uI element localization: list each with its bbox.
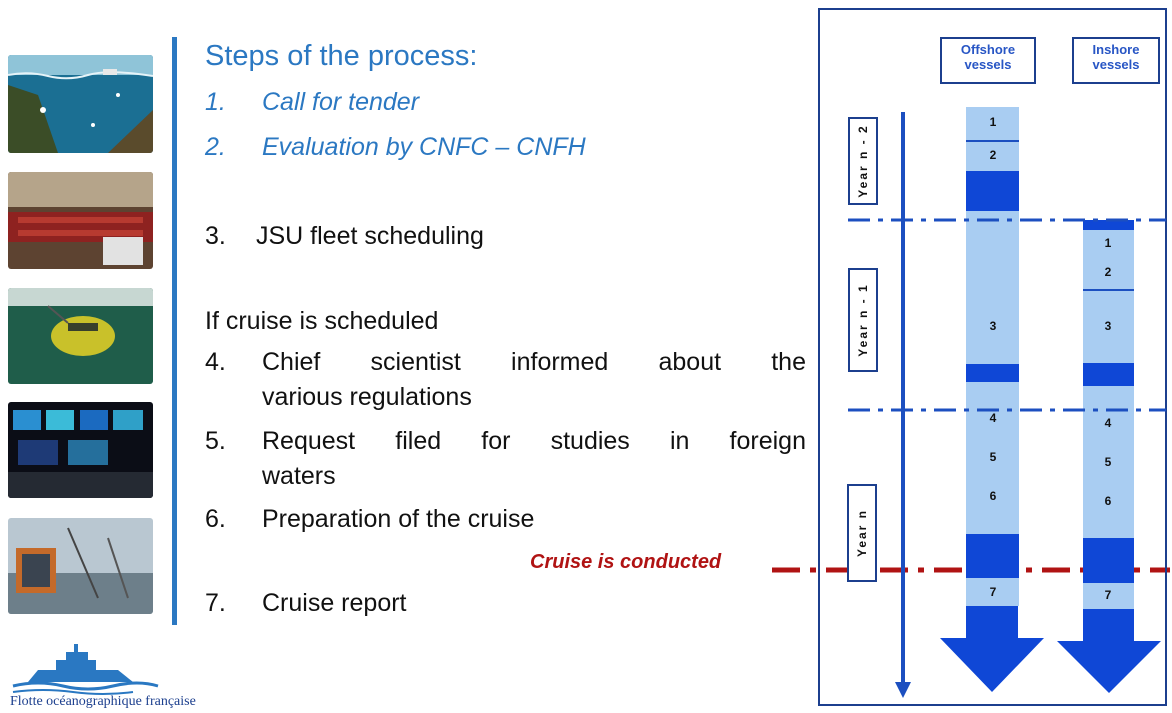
year-n-box: Year n [847,484,877,582]
offshore-segment-2 [966,140,1019,171]
inshore-num-1: 1 [1104,236,1112,250]
thumbnail-control-room [8,402,153,498]
cruise-conducted-label: Cruise is conducted [530,551,722,573]
step-7-text: Cruise report [262,589,407,617]
step-7-number: 7. [205,589,226,617]
step-5-text-line1: Request filed for studies in foreign [262,427,806,455]
thumbnail-ship-deck [8,518,153,614]
offshore-header: Offshore vessels [940,37,1036,84]
year-n-label: Year n [855,508,869,558]
step-4-text-line1: Chief scientist informed about the [262,348,806,376]
year-divider-1 [848,218,1166,222]
step-4-text-line2: various regulations [262,383,472,411]
offshore-gap-1 [966,171,1019,211]
offshore-segment-4-6 [966,382,1019,534]
offshore-segment-1 [966,107,1019,140]
fleet-logo: Flotte océanographique française [8,640,196,710]
inshore-num-6: 6 [1104,494,1112,508]
step-3-text: JSU fleet scheduling [256,222,484,250]
year-n-minus-1-box: Year n - 1 [848,268,878,372]
inshore-num-7: 7 [1104,588,1112,602]
offshore-num-4: 4 [989,411,997,425]
offshore-label: Offshore vessels [960,42,1016,72]
offshore-gap-2 [966,364,1019,382]
inshore-num-5: 5 [1104,455,1112,469]
offshore-num-6: 6 [989,489,997,503]
offshore-num-3: 3 [989,319,997,333]
inshore-top-cap [1083,220,1134,230]
step-6-text: Preparation of the cruise [262,505,535,533]
logo-caption: Flotte océanographique française [10,694,196,709]
inshore-label: Inshore vessels [1092,42,1140,72]
offshore-num-2: 2 [989,148,997,162]
offshore-num-1: 1 [989,115,997,129]
step-4-number: 4. [205,348,226,376]
step-2-number: 2. [205,133,226,161]
timeline-panel [818,8,1167,706]
offshore-num-7: 7 [989,585,997,599]
offshore-gap-3 [966,534,1019,578]
inshore-segment-7 [1083,583,1134,609]
ship-logo-icon [12,644,159,695]
step-1-text: Call for tender [262,88,420,116]
step-5-text-line2: waters [262,462,336,490]
offshore-down-arrow-icon [940,606,1044,692]
year-n-minus-2-box: Year n - 2 [848,117,878,205]
inshore-num-4: 4 [1104,416,1112,430]
inshore-down-arrow-icon [1057,609,1161,693]
thumbnail-underwater-robot [8,288,153,384]
inshore-num-3: 3 [1104,319,1112,333]
inshore-segment-3 [1083,289,1134,363]
inshore-gap-2 [1083,538,1134,583]
inshore-num-2: 2 [1104,265,1112,279]
offshore-segment-3 [966,211,1019,364]
step-1-number: 1. [205,88,226,116]
offshore-segment-7 [966,578,1019,606]
time-axis-arrow [895,112,911,698]
thumbnail-ocean-illustration [8,55,153,153]
step-6-number: 6. [205,505,226,533]
step-5-number: 5. [205,427,226,455]
year-n-minus-1-label: Year n - 1 [856,283,870,357]
step-2-text: Evaluation by CNFC – CNFH [262,133,586,161]
if-scheduled-label: If cruise is scheduled [205,307,439,335]
inshore-gap-1 [1083,363,1134,386]
inshore-header: Inshore vessels [1072,37,1160,84]
step-3-number: 3. [205,222,226,250]
offshore-num-5: 5 [989,450,997,464]
separator-bar [172,37,177,625]
year-n-minus-2-label: Year n - 2 [856,124,870,198]
inshore-segment-2 [1083,260,1134,289]
inshore-segment-1 [1083,230,1134,260]
thumbnail-meeting-room [8,172,153,269]
year-divider-2 [848,408,1166,412]
steps-heading: Steps of the process: [205,40,478,72]
